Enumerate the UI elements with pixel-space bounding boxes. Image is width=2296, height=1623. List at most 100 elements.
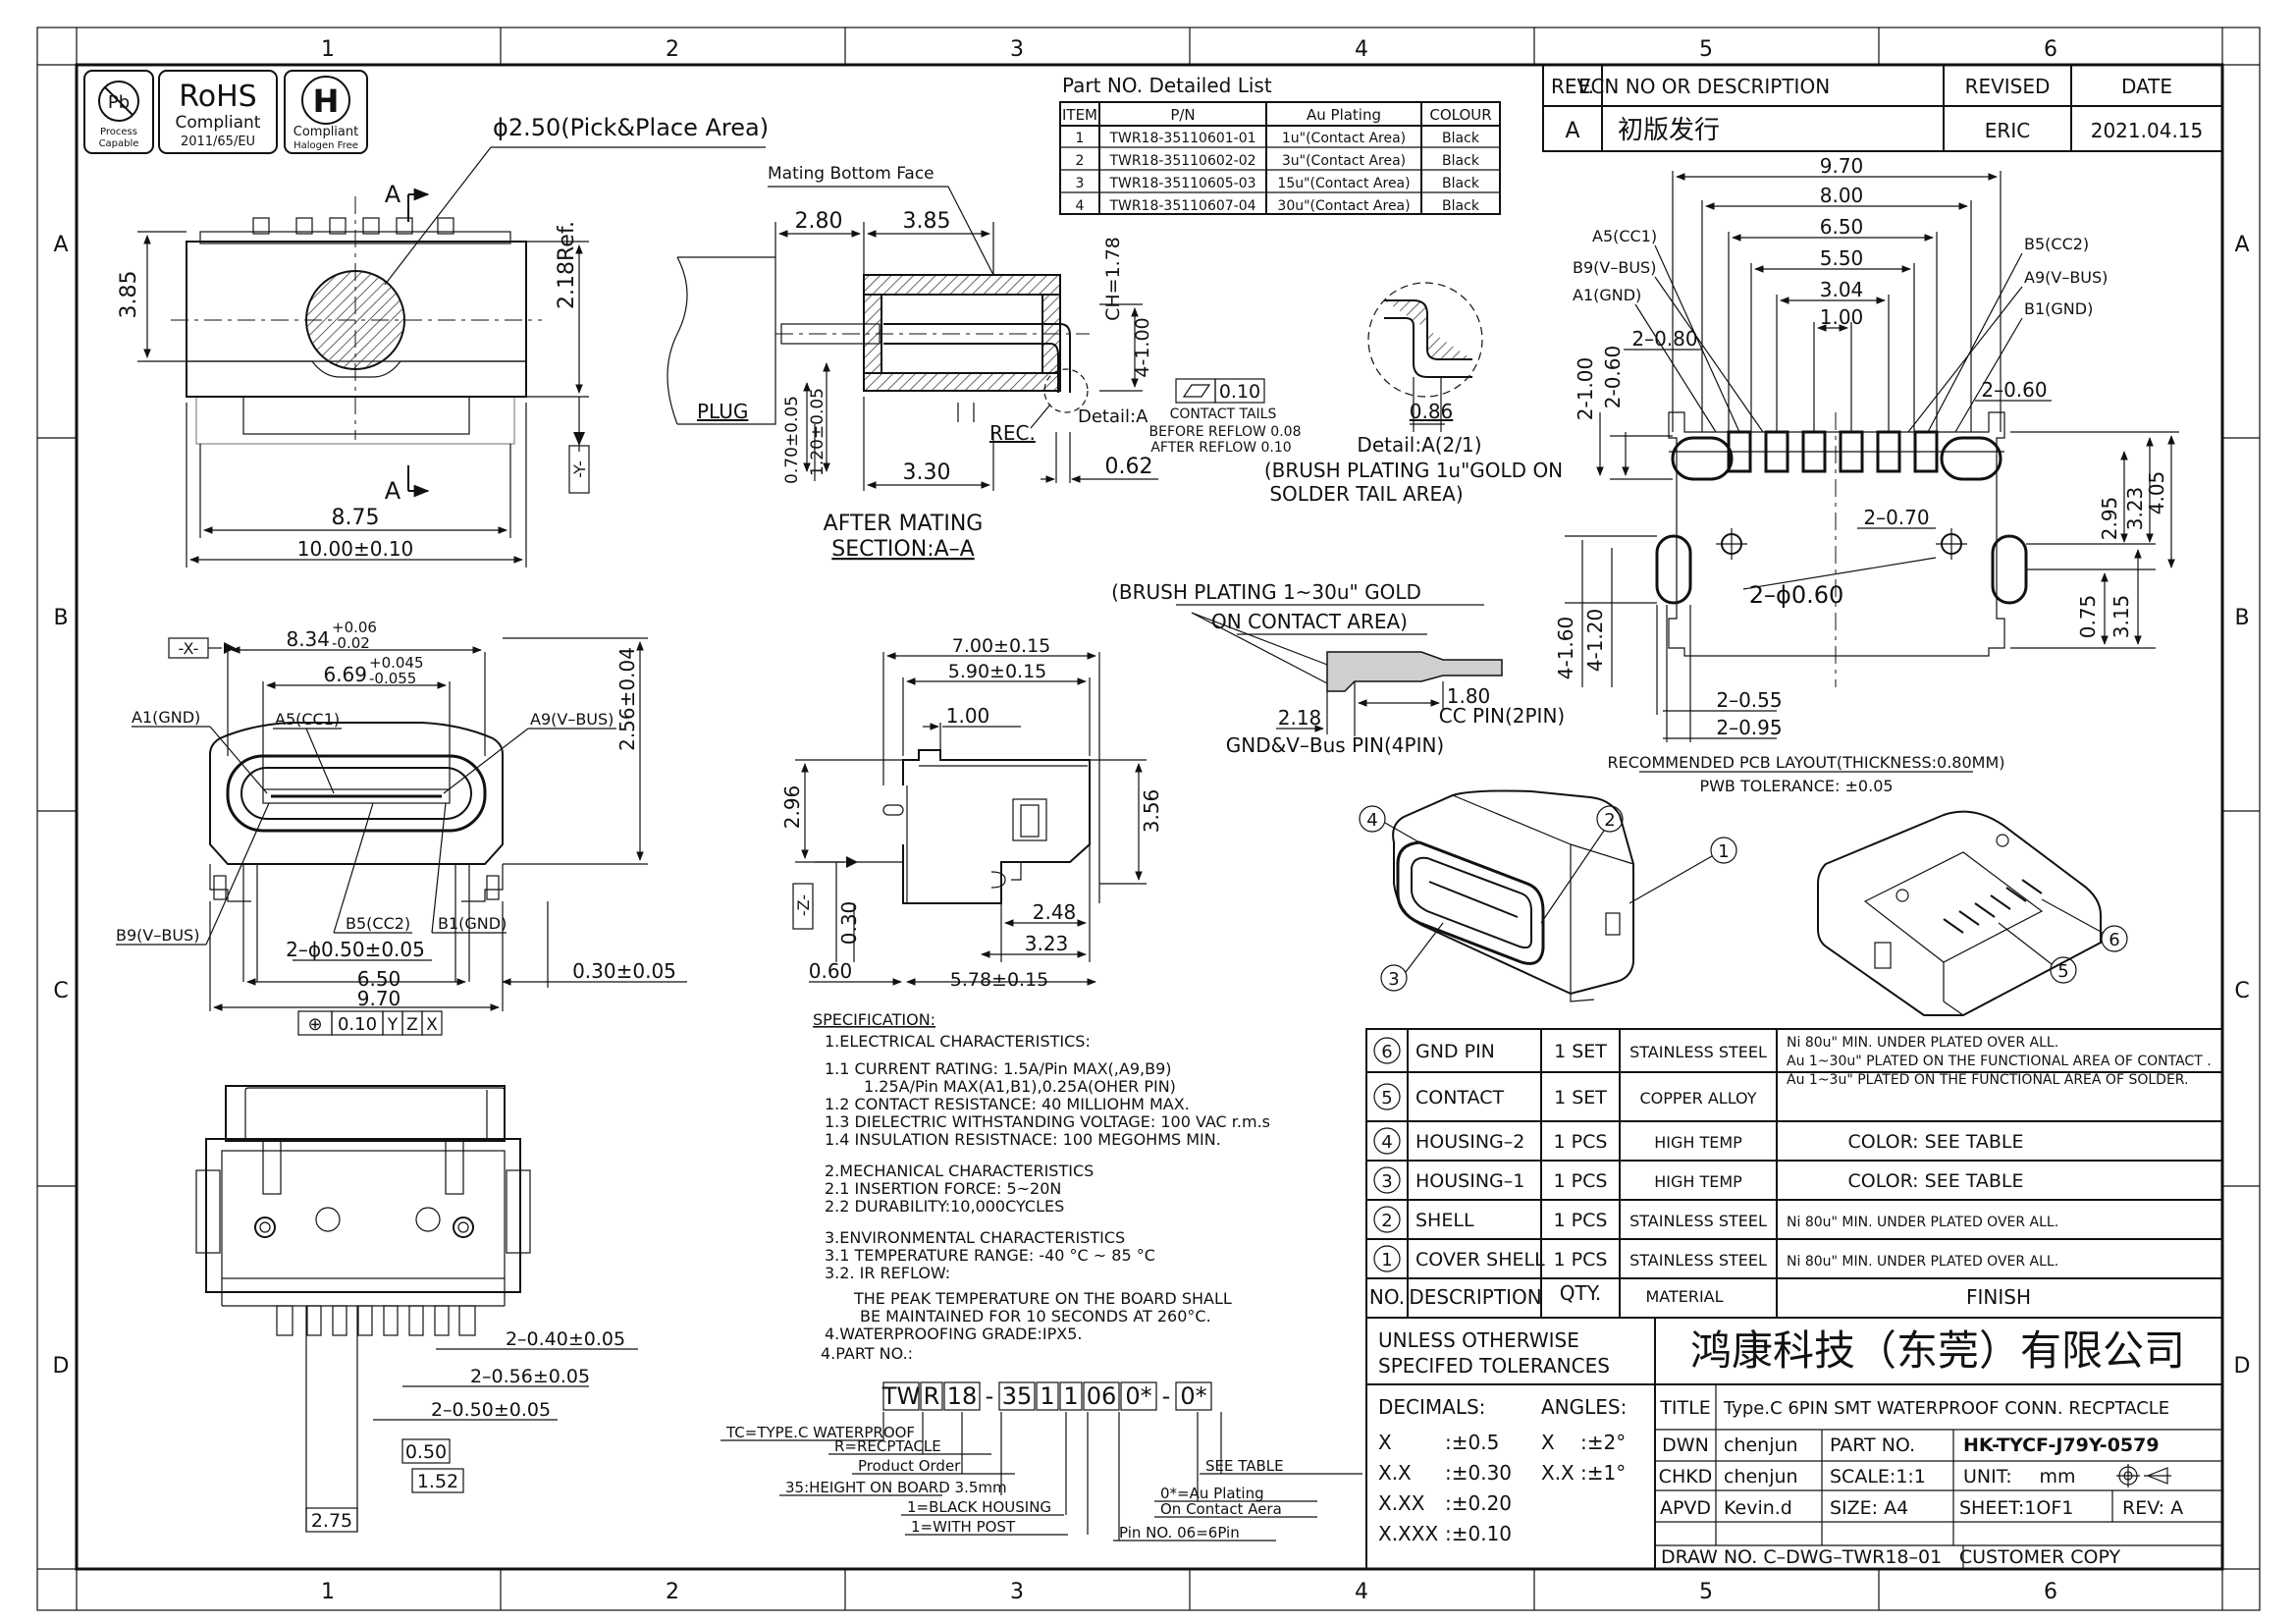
dim-030-side: 0.30 [837,901,861,946]
svg-text:2-1.00: 2-1.00 [1574,357,1597,420]
part-list-cell: Black [1442,153,1480,169]
svg-text:BEFORE REFLOW 0.08: BEFORE REFLOW 0.08 [1149,424,1302,440]
dim-4-100: 4-1.00 [1132,317,1153,377]
bom-item-desc: HOUSING–2 [1415,1131,1524,1153]
detail-a-callout: Detail:A [1078,406,1148,427]
customer-copy: CUSTOMER COPY [1959,1546,2121,1568]
part-list-cell: 2 [1076,153,1085,169]
part-list-cell: Black [1442,176,1480,191]
dim-650-front: 6.50 [357,967,401,991]
part-list-title: Part NO. Detailed List [1062,74,1272,97]
svg-text:2–0.70: 2–0.70 [1863,506,1929,529]
svg-text:3.04: 3.04 [1820,278,1864,301]
bom-item-finish: COLOR: SEE TABLE [1847,1170,2023,1192]
bom-item-finish: Au 1~3u" PLATED ON THE FUNCTIONAL AREA O… [1787,1072,2188,1088]
svg-text:0.10: 0.10 [1219,381,1260,403]
section-view: Mating Bottom Face PLUG 2.80 3.85 CH=1.7… [667,164,1158,562]
bom-item-qty: 1 SET [1554,1087,1607,1109]
dim-700: 7.00±0.15 [952,635,1051,657]
svg-text:1.00: 1.00 [1820,305,1864,329]
rev-value-tb: REV: A [2122,1497,2183,1519]
column-label: 2 [666,37,679,62]
dim-385-section: 3.85 [903,209,951,234]
unit-label: UNIT: [1963,1466,2012,1488]
iso-pin [2021,879,2043,894]
part-list-cell: Black [1442,198,1480,214]
side-view: 7.00±0.15 5.90±0.15 1.00 2.96 3.56 -Z- 0… [780,635,1163,991]
part-code-box [1083,1381,1120,1411]
column-label: 2 [666,1580,679,1604]
svg-text:BE MAINTAINED FOR 10 SECONDS A: BE MAINTAINED FOR 10 SECONDS AT 260°C. [860,1307,1211,1325]
bom-item-balloon [1373,1083,1401,1110]
svg-text:9.70: 9.70 [1820,154,1864,178]
bom-item-finish: COLOR: SEE TABLE [1847,1131,2023,1153]
svg-text:Halogen Free: Halogen Free [294,140,358,151]
front-label-b5: B5(CC2) [346,914,410,933]
tol-label: X.XXX [1378,1522,1438,1545]
bom-item-balloon [1373,1245,1401,1272]
row-label: A [53,233,68,257]
dim-218-ref: 2.18Ref. [555,221,579,309]
part-code-box [1175,1381,1212,1411]
part-code-char: TW [881,1382,920,1410]
bottom-pin [383,1305,399,1336]
svg-text:2.2 DURABILITY:10,000CYCLES: 2.2 DURABILITY:10,000CYCLES [825,1197,1064,1216]
dim-050-bottom: 2–0.50±0.05 [431,1399,551,1421]
angle-value: :±2° [1580,1431,1626,1454]
svg-text:3.15: 3.15 [2109,595,2133,639]
dim-323-side: 3.23 [1025,932,1069,955]
front-label-b1: B1(GND) [438,914,507,933]
decimals-label: DECIMALS: [1378,1395,1485,1419]
column-label: 1 [321,1580,335,1604]
part-code-char: 1 [1040,1382,1054,1410]
apvd-value: Kevin.d [1724,1497,1792,1519]
part-list-cell: 1 [1076,131,1085,146]
svg-text:Compliant: Compliant [294,125,358,139]
tol-label: X.XX [1378,1491,1425,1515]
balloon-6: 6 [2109,930,2119,950]
dim-120: 1.20±0.05 [808,388,828,476]
datum-x: -X- [179,639,199,658]
angle-label: X.X [1541,1461,1575,1485]
row-label: B [2234,606,2249,630]
iso-pin [1990,894,2011,910]
dim-060-side: 0.60 [809,959,853,983]
bom-item-material: STAINLESS STEEL [1629,1251,1767,1270]
dim-248: 2.48 [1033,900,1077,924]
part-list-cell: 30u"(Contact Area) [1277,198,1410,214]
detail-dim-086: 0.86 [1410,400,1454,423]
pcb-slot [1671,436,1734,481]
part-list-cell: TWR18-35110605-03 [1108,176,1255,191]
tol-value: :±0.20 [1445,1491,1512,1515]
svg-text:(BRUSH PLATING 1~30u" GOLD: (BRUSH PLATING 1~30u" GOLD [1111,580,1421,604]
revised-value: ERIC [1985,119,2030,142]
dim-062: 0.62 [1105,455,1153,479]
pcb-label-a5: A5(CC1) [1592,227,1657,245]
svg-text:4.WATERPROOFING GRADE:IPX5.: 4.WATERPROOFING GRADE:IPX5. [825,1325,1082,1343]
bom-item-desc: GND PIN [1415,1041,1495,1062]
dim-040-bottom: 2–0.40±0.05 [506,1328,625,1350]
plating-note: (BRUSH PLATING 1~30u" GOLD ON CONTACT AR… [1111,580,1565,757]
svg-text:Y: Y [387,1015,399,1035]
iso-pin [1974,902,1996,918]
bom-item-no: 4 [1381,1132,1392,1153]
column-label: 6 [2044,1580,2057,1604]
dim-100-side: 1.00 [946,704,990,728]
svg-text:Pb: Pb [108,92,130,113]
dim-256: 2.56±0.04 [615,647,639,751]
datum-z: -Z- [794,894,813,916]
column-label: 3 [1010,37,1024,62]
bottom-pin [408,1305,424,1336]
apvd-label: APVD [1660,1497,1711,1519]
partno-label: PART NO. [1830,1434,1915,1456]
mating-face-label: Mating Bottom Face [768,164,934,184]
bottom-pin [434,1305,450,1336]
balloon-4: 4 [1366,810,1377,831]
dim-578: 5.78±0.15 [950,969,1049,991]
rohs-logo: RoHS Compliant 2011/65/EU [158,70,278,154]
title-block: UNLESS OTHERWISE SPECIFED TOLERANCES 鸿康科… [1365,1317,2223,1570]
part-list-cell: 4 [1076,198,1085,214]
part-code-box [998,1381,1036,1411]
svg-text:Z: Z [406,1015,418,1035]
